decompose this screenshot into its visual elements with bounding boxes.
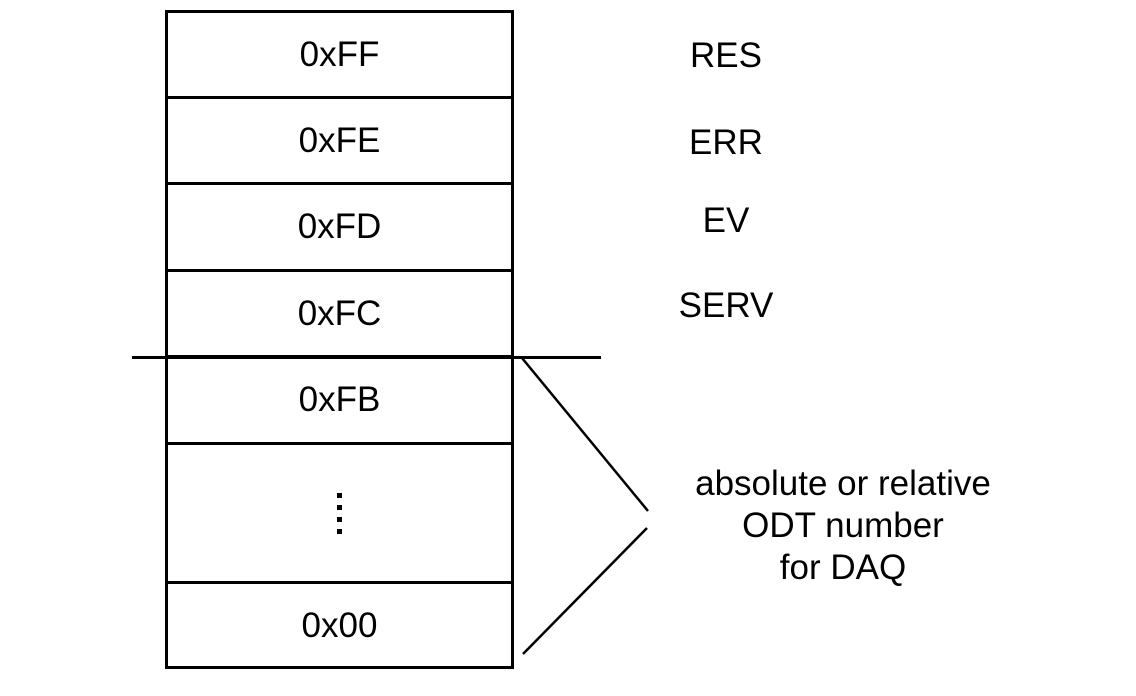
memory-row-label: 0x00 <box>301 605 378 645</box>
ellipsis-dot <box>337 516 342 522</box>
memory-row-label: 0xFE <box>298 120 381 160</box>
memory-row-label: 0xFC <box>297 293 382 333</box>
annotation-line: for DAQ <box>779 548 907 587</box>
pid-type-label: ERR <box>689 123 763 162</box>
annotation-line: ODT number <box>742 506 944 545</box>
memory-row <box>168 445 511 584</box>
memory-row: 0xFB <box>168 358 511 445</box>
memory-row: 0xFF <box>168 13 511 99</box>
memory-row: 0xFD <box>168 185 511 272</box>
memory-row-label: 0xFB <box>298 380 381 419</box>
annotation-line: absolute or relative <box>695 464 991 503</box>
pid-value-table: 0xFF 0xFE 0xFD 0xFC 0xFB 0x00 <box>165 10 514 669</box>
ellipsis-dot <box>337 528 342 534</box>
memory-row-label: 0xFF <box>299 34 380 74</box>
memory-row: 0xFE <box>168 99 511 185</box>
pid-type-label: SERV <box>678 286 774 325</box>
pid-type-label: EV <box>702 201 750 240</box>
ellipsis-dot <box>337 492 342 498</box>
memory-row: 0x00 <box>168 584 511 667</box>
ellipsis-dot <box>337 504 342 510</box>
vertical-ellipsis-icon <box>337 492 342 534</box>
memory-row-label: 0xFD <box>297 207 382 246</box>
pid-type-label: RES <box>690 36 762 75</box>
